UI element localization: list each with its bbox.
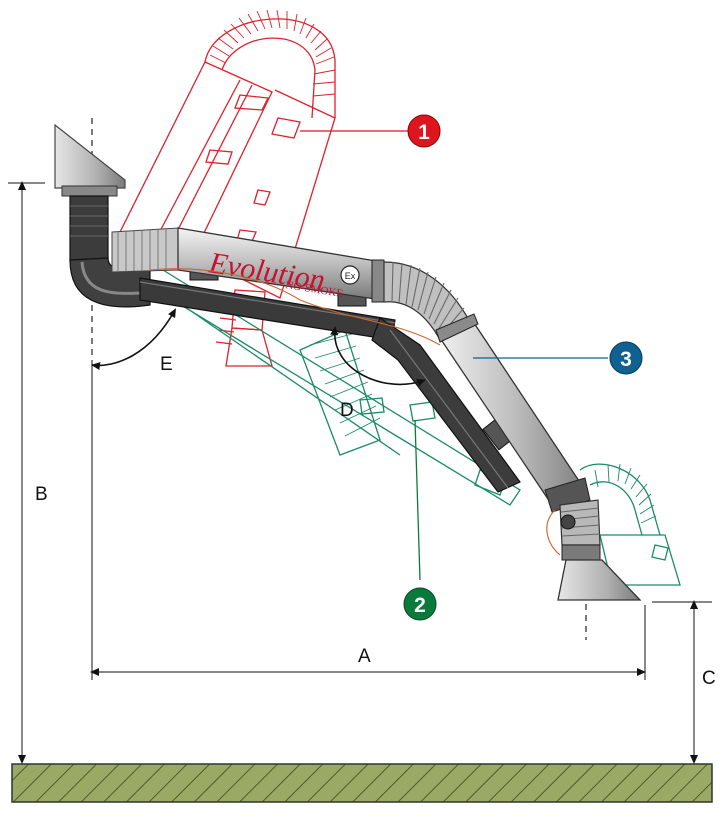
exhaust-hood-icon [54, 123, 126, 189]
support-arm [139, 265, 521, 493]
callout-2: 2 [403, 587, 437, 621]
callout-2-number: 2 [414, 594, 426, 617]
dimension-label-c: C [702, 668, 716, 689]
callout-1-number: 1 [418, 121, 430, 144]
callout-3-number: 3 [620, 348, 632, 371]
hatched-ground-icon [11, 763, 713, 803]
angle-indicators [91, 308, 426, 387]
dimension-label-d: D [340, 400, 354, 421]
dimension-label-b: B [35, 484, 48, 505]
callout-3: 3 [609, 341, 643, 375]
ceiling-hood [54, 123, 126, 197]
arm-position-1 [117, 9, 336, 367]
dimension-lines [8, 181, 712, 764]
angle-arrow-icon [91, 308, 176, 370]
callout-1: 1 [407, 114, 441, 148]
dimension-label-a: A [358, 646, 371, 667]
ex-mark-icon: Ex [340, 265, 360, 285]
ex-mark-label: Ex [345, 271, 356, 281]
dimension-label-e: E [160, 354, 173, 375]
angle-arrow-icon [330, 326, 426, 387]
lower-tube [435, 313, 591, 513]
swivel-elbow [69, 195, 151, 308]
ground [11, 763, 713, 803]
callout-leaders [300, 130, 608, 581]
extraction-hood [557, 499, 642, 601]
